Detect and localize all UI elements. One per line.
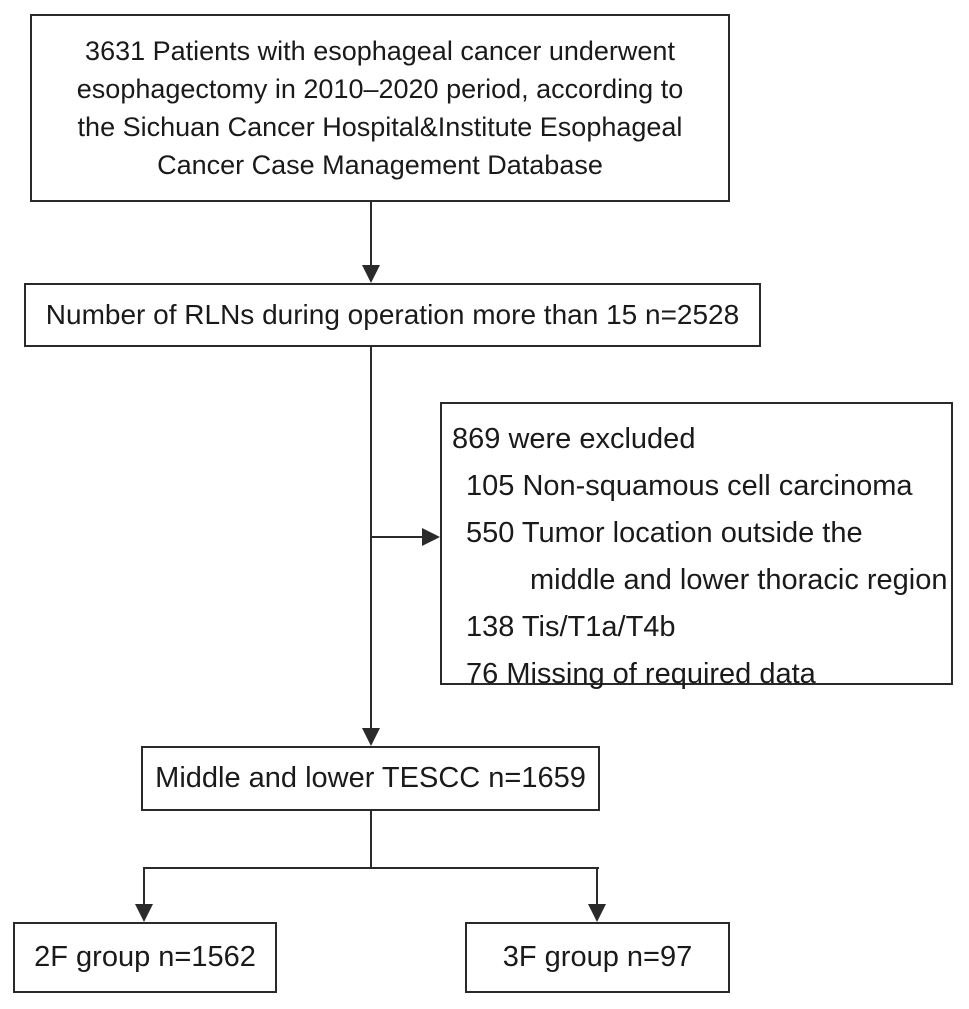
box-tescc: Middle and lower TESCC n=1659 (141, 746, 600, 811)
group-2f-text: 2F group n=1562 (34, 941, 256, 973)
rln-text: Number of RLNs during operation more tha… (45, 299, 740, 330)
connector-tescc-to-split (370, 811, 372, 867)
connector-split-to-3f (596, 867, 598, 906)
excluded-missing-data: 76 Missing of required data (466, 658, 816, 690)
excluded-non-squamous: 105 Non-squamous cell carcinoma (466, 470, 913, 502)
box-3f-group: 3F group n=97 (465, 922, 730, 993)
excluded-tis-t1a-t4b: 138 Tis/T1a/T4b (466, 611, 676, 643)
arrowhead-split-to-2f (135, 904, 153, 922)
tescc-text: Middle and lower TESCC n=1659 (155, 762, 586, 794)
excluded-total: 869 were excluded (452, 423, 696, 455)
excluded-tumor-location-cont: middle and lower thoracic region (530, 564, 948, 596)
arrowhead-branch-to-excluded (422, 528, 440, 546)
connector-split-horizontal (143, 867, 599, 869)
connector-source-to-rln (370, 202, 372, 267)
source-line-2: esophagectomy in 2010–2020 period, accor… (76, 74, 684, 104)
arrowhead-rln-to-tescc (362, 728, 380, 746)
arrowhead-source-to-rln (362, 265, 380, 283)
source-line-3: the Sichuan Cancer Hospital&Institute Es… (77, 112, 683, 142)
excluded-tumor-location: 550 Tumor location outside the (466, 517, 863, 549)
source-line-4: Cancer Case Management Database (157, 150, 603, 180)
source-line-1: 3631 Patients with esophageal cancer und… (85, 36, 675, 66)
arrowhead-split-to-3f (588, 904, 606, 922)
group-3f-text: 3F group n=97 (502, 941, 693, 973)
connector-rln-to-tescc (370, 347, 372, 730)
box-source-population: 3631 Patients with esophageal cancer und… (30, 14, 730, 202)
connector-branch-to-excluded (372, 536, 424, 538)
box-exclusions: 869 were excluded 105 Non-squamous cell … (440, 402, 953, 690)
box-2f-group: 2F group n=1562 (13, 922, 277, 993)
connector-split-to-2f (143, 867, 145, 906)
box-rln-count: Number of RLNs during operation more tha… (24, 283, 761, 347)
